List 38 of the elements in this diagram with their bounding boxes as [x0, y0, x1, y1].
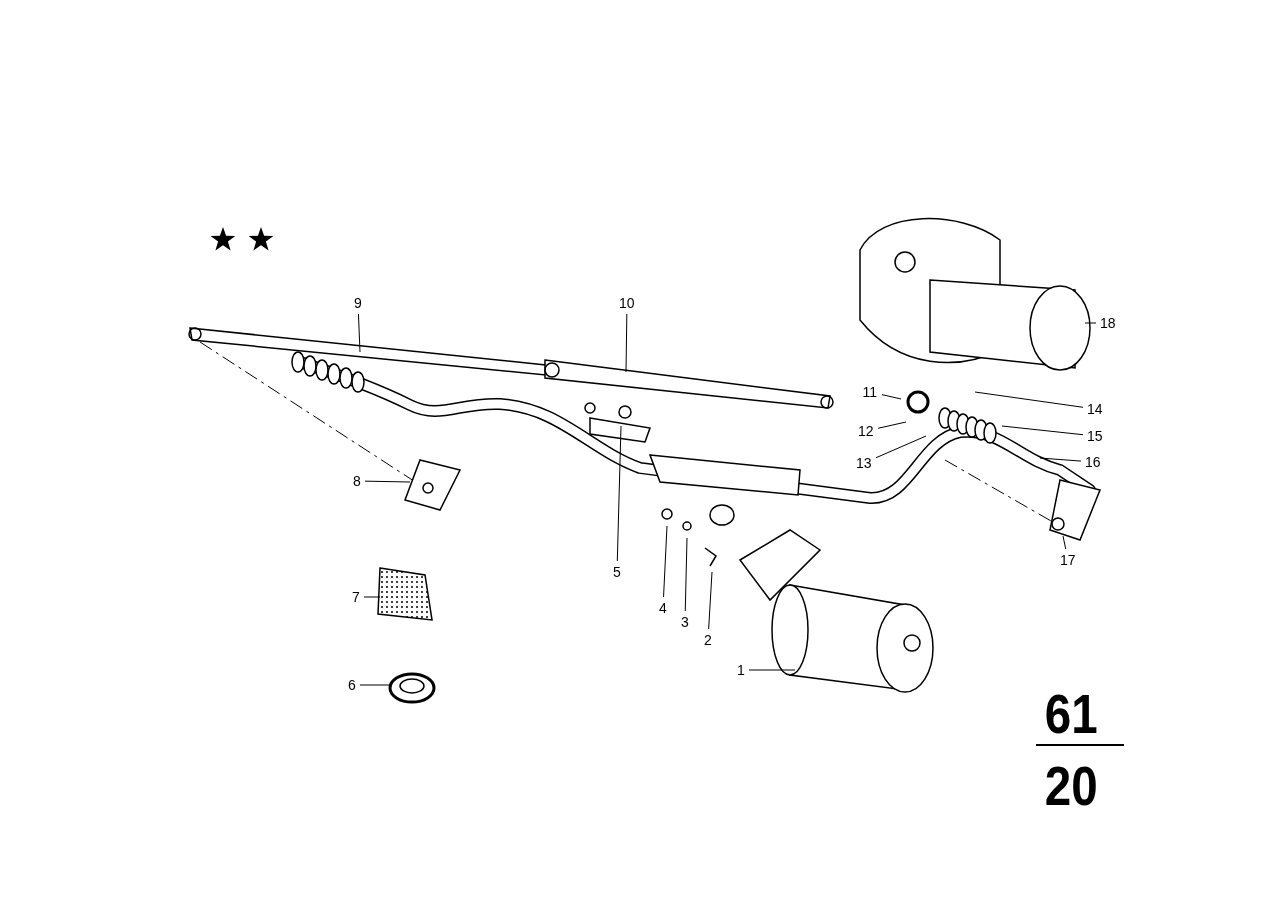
callout-number: 11 [862, 384, 878, 400]
callout-number: 7 [352, 589, 360, 605]
leader-line [363, 596, 381, 598]
leader-line [616, 425, 622, 562]
leader-line [974, 391, 1084, 408]
callout-number: 10 [619, 295, 635, 311]
callout-number: 5 [613, 564, 621, 580]
callout-number: 9 [354, 295, 362, 311]
callout-number: 14 [1087, 401, 1103, 417]
callout-number: 12 [858, 423, 874, 439]
leader-line [1001, 425, 1084, 436]
callout-number: 17 [1060, 552, 1076, 568]
callout-number: 15 [1087, 428, 1103, 444]
callout-number: 1 [737, 662, 745, 678]
leader-line [359, 684, 393, 686]
callout-number: 6 [348, 677, 356, 693]
leader-line [364, 480, 411, 483]
leader-line [881, 394, 902, 400]
leader-line [708, 571, 713, 630]
group-number: 61 [1044, 686, 1098, 742]
callout-number: 13 [856, 455, 872, 471]
callout-number: 3 [681, 614, 689, 630]
leader-line [663, 525, 668, 598]
callout-number: 8 [353, 473, 361, 489]
callout-number: 18 [1100, 315, 1116, 331]
leader-line [875, 435, 927, 459]
callout-number: 2 [704, 632, 712, 648]
callout-number: 4 [659, 600, 667, 616]
leader-line [684, 537, 688, 612]
callout-number: 16 [1085, 454, 1101, 470]
leader-line [357, 313, 361, 353]
leader-line [625, 313, 628, 373]
leader-line [1039, 457, 1082, 462]
leader-line [1084, 322, 1097, 324]
leader-line [1062, 535, 1067, 550]
group-number: 20 [1044, 758, 1098, 814]
leader-line [748, 669, 796, 671]
leader-line [877, 421, 907, 429]
